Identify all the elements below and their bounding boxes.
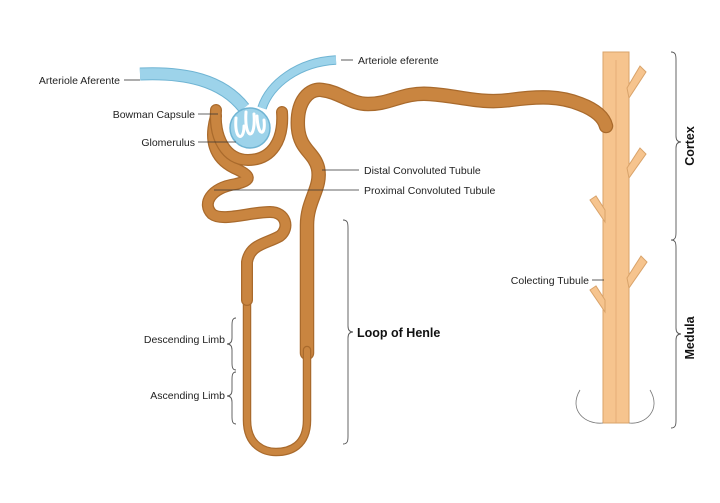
collecting-duct xyxy=(575,51,655,424)
label-medula: Medula xyxy=(683,315,697,359)
medula-brace xyxy=(670,239,682,429)
label-collecting-tubule: Colecting Tubule xyxy=(511,275,589,287)
label-afferent-arteriole: Arteriole Aferente xyxy=(39,75,120,87)
label-glomerulus: Glomerulus xyxy=(141,137,195,149)
distal-convoluted-tubule xyxy=(290,82,614,361)
glomerulus xyxy=(229,107,271,149)
label-loop-of-henle: Loop of Henle xyxy=(357,326,440,340)
label-ascending-limb: Ascending Limb xyxy=(150,390,225,402)
label-bowman-capsule: Bowman Capsule xyxy=(113,109,195,121)
afferent-arteriole xyxy=(139,67,250,113)
label-cortex: Cortex xyxy=(683,126,697,166)
loop-of-henle-brace xyxy=(342,219,354,445)
descending-limb-brace xyxy=(226,317,237,371)
label-distal-tubule: Distal Convoluted Tubule xyxy=(364,165,481,177)
leader-lines xyxy=(124,59,604,281)
label-proximal-tubule: Proximal Convoluted Tubule xyxy=(364,185,495,197)
label-descending-limb: Descending Limb xyxy=(144,334,225,346)
cortex-brace xyxy=(670,51,682,241)
loop-of-henle-thin xyxy=(242,295,312,457)
ascending-limb-brace xyxy=(226,371,237,425)
efferent-arteriole xyxy=(257,55,337,110)
label-efferent-arteriole: Arteriole eferente xyxy=(358,55,439,67)
